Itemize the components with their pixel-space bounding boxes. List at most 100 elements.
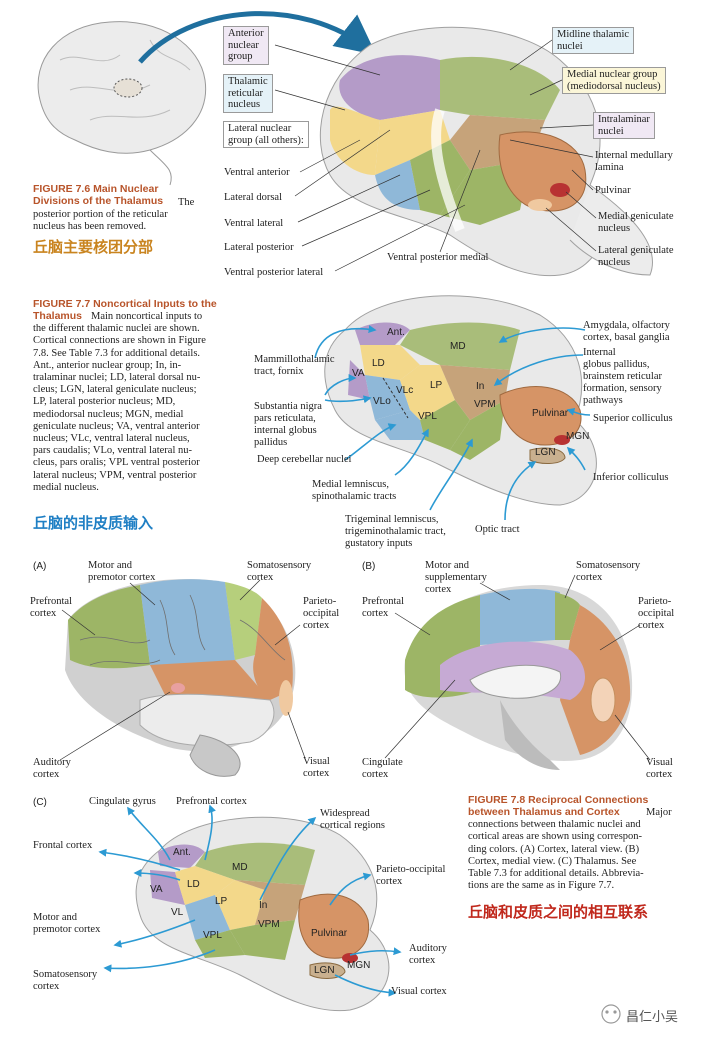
panel-c-label: (C) [33,797,47,808]
a-label-prefrontal: Prefrontal cortex [30,596,72,619]
c-nucleus-va: VA [150,884,163,895]
c-nucleus-vpl: VPL [203,930,222,941]
label-internal-globus-pallidus: Internal globus pallidus, brainstem reti… [583,347,663,406]
zoom-arrow [138,11,377,64]
label-ventral-posterior-medial: Ventral posterior medial [387,252,489,263]
box-thalamic-reticular: Thalamic reticular nucleus [223,74,273,113]
fig76-chinese-title: 丘脑主要核团分部 [33,238,154,256]
label-optic-tract: Optic tract [475,524,520,535]
nucleus-vpl: VPL [418,411,437,422]
c-nucleus-ld: LD [187,879,200,890]
panel-b-label: (B) [362,561,376,572]
nucleus-lgn: LGN [535,447,556,458]
b-label-motor: Motor and supplementary cortex [425,560,487,595]
wechat-logo-icon [601,1004,621,1024]
c-label-parieto-occipital: Parieto-occipital cortex [376,864,446,887]
fig76-caption: The posterior portion of the reticular n… [33,197,195,233]
c-nucleus-vpm: VPM [258,919,280,930]
nucleus-ant: Ant. [387,327,405,338]
nucleus-md: MD [450,341,466,352]
fig76-title: FIGURE 7.6 Main Nuclear Divisions of the… [33,183,164,207]
c-nucleus-lp: LP [215,896,228,907]
leader-lines-78a [59,579,306,761]
nucleus-mgn: MGN [566,431,590,442]
nucleus-vlo: VLo [373,396,391,407]
c-nucleus-md: MD [232,862,248,873]
c-nucleus-mgn: MGN [347,960,371,971]
fig78-chinese-title: 丘脑和皮质之间的相互联系 [468,903,649,921]
c-nucleus-ant: Ant. [173,847,191,858]
fig77-caption: Main noncortical inputs to the different… [33,311,206,493]
cortex-medial-view [404,585,633,770]
c-nucleus-vl: VL [171,907,184,918]
a-label-somatosensory: Somatosensory cortex [247,560,312,583]
label-ventral-posterior-lateral: Ventral posterior lateral [224,267,324,278]
c-nucleus-in: In [259,900,268,911]
label-inferior-colliculus: Inferior colliculus [593,472,669,483]
b-label-visual: Visual cortex [646,757,673,780]
label-amygdala: Amygdala, olfactory cortex, basal gangli… [583,320,670,343]
nucleus-vlc: VLc [396,385,414,396]
box-midline-thalamic: Midline thalamic nuclei [552,27,635,54]
c-label-prefrontal: Prefrontal cortex [176,796,247,807]
label-superior-colliculus: Superior colliculus [593,413,673,424]
reciprocal-arrows-78c [98,804,402,997]
nucleus-vpm: VPM [474,399,496,410]
c-label-visual: Visual cortex [391,986,447,997]
label-ventral-lateral: Ventral lateral [224,218,284,229]
a-label-visual: Visual cortex [303,756,330,779]
fig78-title: FIGURE 7.8 Reciprocal Connections betwee… [468,794,649,818]
a-label-auditory: Auditory cortex [33,757,71,780]
nucleus-in: In [476,381,485,392]
label-internal-medullary: Internal medullary lamina [595,150,673,173]
fig78-caption: Major connections between thalamic nucle… [468,807,672,892]
label-medial-geniculate: Medial geniculate nucleus [598,211,674,234]
nucleus-va: VA [352,368,365,379]
nucleus-ld: LD [372,358,385,369]
nucleus-pulvinar: Pulvinar [532,408,569,419]
c-label-frontal: Frontal cortex [33,840,93,851]
c-label-widespread: Widespread cortical regions [320,808,386,831]
c-label-cingulate: Cingulate gyrus [89,796,156,807]
cortex-lateral-view [65,579,296,777]
label-lateral-dorsal: Lateral dorsal [224,192,283,203]
box-intralaminar: Intralaminar nuclei [593,112,655,139]
c-label-somatosensory: Somatosensory cortex [33,969,98,992]
b-label-prefrontal: Prefrontal cortex [362,596,404,619]
a-label-motor: Motor and premotor cortex [88,560,156,583]
label-trigeminal: Trigeminal lemniscus, trigeminothalamic … [345,514,446,549]
label-lateral-posterior: Lateral posterior [224,242,294,253]
nucleus-lp: LP [430,380,443,391]
label-medial-lemniscus: Medial lemniscus, spinothalamic tracts [312,479,397,502]
label-lateral-geniculate: Lateral geniculate nucleus [598,245,674,268]
fig77-title: FIGURE 7.7 Noncortical Inputs to the Tha… [33,298,217,322]
c-nucleus-lgn: LGN [314,965,335,976]
input-arrows-77 [314,325,591,521]
panel-a-label: (A) [33,561,47,572]
label-substantia-nigra: Substantia nigra pars reticulata, intern… [254,401,322,448]
label-deep-cerebellar: Deep cerebellar nuclei [257,454,352,465]
leader-lines-78b [384,574,651,761]
watermark-text: 昌仁小吴 [626,1010,679,1025]
b-label-somatosensory: Somatosensory cortex [576,560,641,583]
box-medial-nuclear-group: Medial nuclear group (mediodorsal nucleu… [562,67,666,94]
fig77-chinese-title: 丘脑的非皮质输入 [33,514,154,532]
small-brain-icon [37,21,207,186]
label-ventral-anterior: Ventral anterior [224,167,290,178]
thalamus-78c-illustration [135,816,390,1012]
b-label-parieto-occipital: Parieto- occipital cortex [638,596,675,631]
box-lateral-nuclear-group: Lateral nuclear group (all others): [223,121,309,148]
leader-lines-76 [274,39,597,272]
thalamus-77-illustration [324,295,597,506]
thalamus-76-illustration [319,26,653,277]
label-mammillothalamic: Mammillothalamic tract, fornix [254,354,335,377]
box-anterior-nuclear-group: Anterior nuclear group [223,26,269,65]
c-nucleus-pulvinar: Pulvinar [311,928,348,939]
a-label-parieto-occipital: Parieto- occipital cortex [303,596,340,631]
c-label-auditory: Auditory cortex [409,943,447,966]
label-pulvinar: Pulvinar [595,185,631,196]
c-label-motor: Motor and premotor cortex [33,912,101,935]
b-label-cingulate: Cingulate cortex [362,757,403,780]
